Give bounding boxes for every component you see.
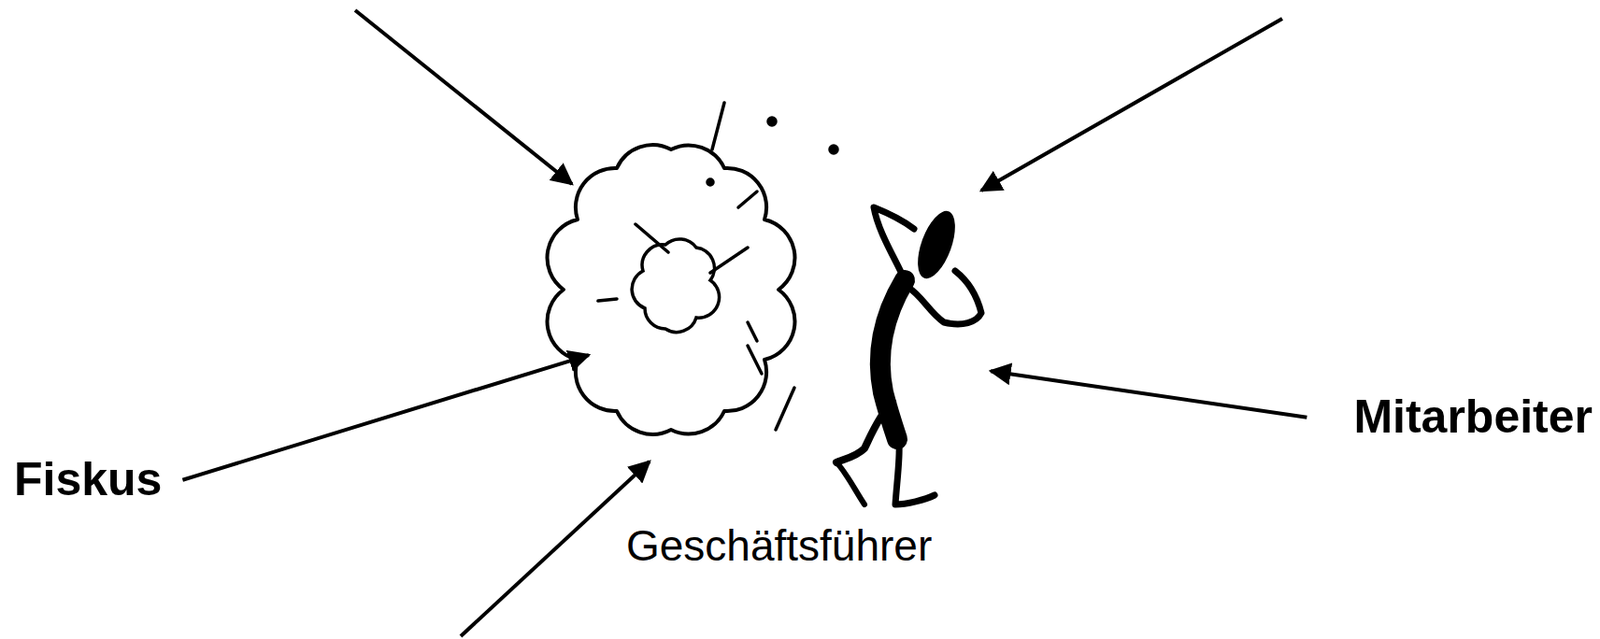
node-text: Geschäftsführer <box>626 521 932 572</box>
explosion-cloud <box>547 144 796 435</box>
node-text: Mitarbeiter <box>1353 390 1593 445</box>
arrow-line <box>355 10 572 185</box>
arrow-connector <box>990 371 1307 418</box>
stick-figure <box>836 206 982 505</box>
node-text: Fiskus <box>14 453 162 508</box>
arrow-line <box>460 461 650 637</box>
explosion-inner <box>631 239 719 333</box>
arrow-line <box>981 18 1283 191</box>
label-node: Fiskus <box>14 453 162 508</box>
label-node: Mitarbeiter <box>1353 390 1593 445</box>
explosion-debris <box>598 102 838 430</box>
arrow-connector <box>182 355 589 481</box>
figure-node: Geschäftsführer <box>588 163 991 575</box>
